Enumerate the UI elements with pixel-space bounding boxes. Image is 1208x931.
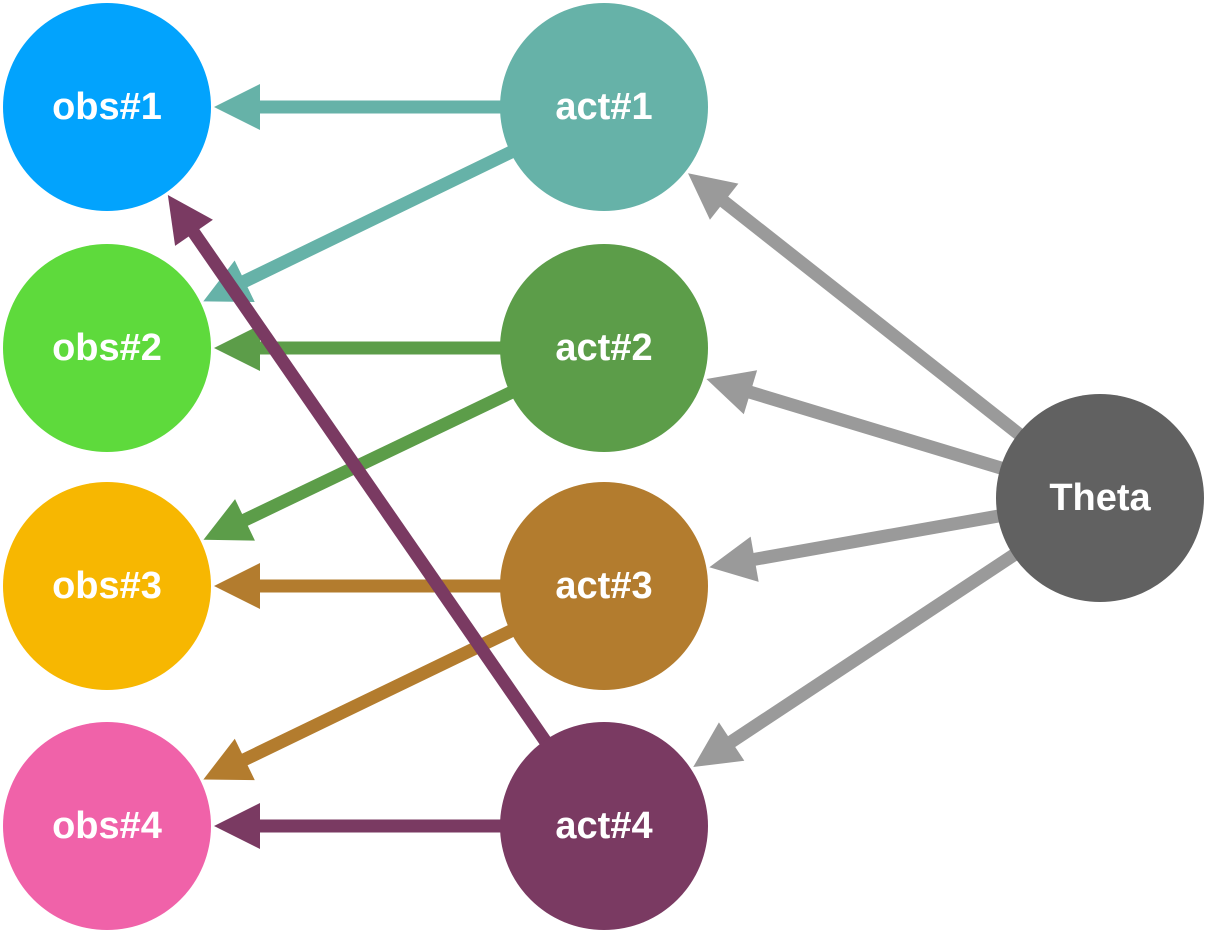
edge-act2-to-obs3 bbox=[203, 384, 519, 541]
arrowhead bbox=[214, 803, 260, 849]
edge-act4-to-obs1 bbox=[167, 195, 554, 750]
edge-line bbox=[716, 194, 1028, 443]
edge-theta-to-act2 bbox=[706, 370, 1009, 476]
node-circle bbox=[996, 394, 1204, 602]
node-obs4: obs#4 bbox=[3, 722, 211, 930]
nodes-layer: obs#1 obs#2 obs#3 obs#4 act#1 act#2 act#3 act#4… bbox=[3, 3, 1204, 930]
edge-act2-to-obs2 bbox=[214, 325, 506, 371]
node-label: Theta bbox=[1049, 477, 1151, 519]
node-circle bbox=[500, 722, 708, 930]
arrowhead bbox=[706, 370, 758, 415]
node-circle bbox=[500, 482, 708, 690]
edge-line bbox=[724, 546, 1022, 750]
node-circle bbox=[3, 244, 211, 452]
node-label: obs#4 bbox=[52, 805, 162, 847]
arrowhead bbox=[214, 563, 260, 609]
edge-line bbox=[238, 384, 519, 528]
node-circle bbox=[500, 3, 708, 211]
node-label: act#2 bbox=[555, 327, 652, 369]
arrowhead bbox=[203, 738, 255, 781]
node-circle bbox=[3, 722, 211, 930]
edge-theta-to-act1 bbox=[688, 173, 1028, 443]
edge-line bbox=[186, 225, 554, 750]
node-label: act#4 bbox=[555, 805, 652, 847]
arrowhead bbox=[203, 499, 255, 541]
node-act3: act#3 bbox=[500, 482, 708, 690]
node-circle bbox=[3, 3, 211, 211]
arrowhead bbox=[709, 536, 759, 582]
edge-theta-to-act4 bbox=[693, 546, 1022, 767]
arrowhead bbox=[214, 325, 260, 371]
edge-act3-to-obs4 bbox=[203, 622, 519, 781]
node-obs1: obs#1 bbox=[3, 3, 211, 211]
node-act4: act#4 bbox=[500, 722, 708, 930]
edge-act1-to-obs1 bbox=[214, 84, 506, 130]
arrowhead bbox=[214, 84, 260, 130]
node-circle bbox=[500, 244, 708, 452]
edge-act3-to-obs3 bbox=[214, 563, 506, 609]
node-label: obs#3 bbox=[52, 565, 162, 607]
arrowhead bbox=[167, 195, 213, 246]
edge-act1-to-obs2 bbox=[203, 143, 519, 302]
node-obs3: obs#3 bbox=[3, 482, 211, 690]
node-theta: Theta bbox=[996, 394, 1204, 602]
node-circle bbox=[3, 482, 211, 690]
edge-line bbox=[749, 508, 1005, 567]
node-label: act#3 bbox=[555, 565, 652, 607]
node-obs2: obs#2 bbox=[3, 244, 211, 452]
edges-layer bbox=[167, 84, 1028, 849]
edge-line bbox=[744, 384, 1009, 476]
edge-line bbox=[238, 143, 519, 289]
edge-act4-to-obs4 bbox=[214, 803, 506, 849]
edge-line bbox=[238, 622, 519, 768]
node-label: obs#1 bbox=[52, 86, 162, 128]
node-label: obs#2 bbox=[52, 327, 162, 369]
arrowhead bbox=[693, 722, 745, 767]
node-act2: act#2 bbox=[500, 244, 708, 452]
edge-theta-to-act3 bbox=[709, 508, 1005, 582]
arrowhead bbox=[688, 173, 739, 220]
node-act1: act#1 bbox=[500, 3, 708, 211]
node-label: act#1 bbox=[555, 86, 652, 128]
